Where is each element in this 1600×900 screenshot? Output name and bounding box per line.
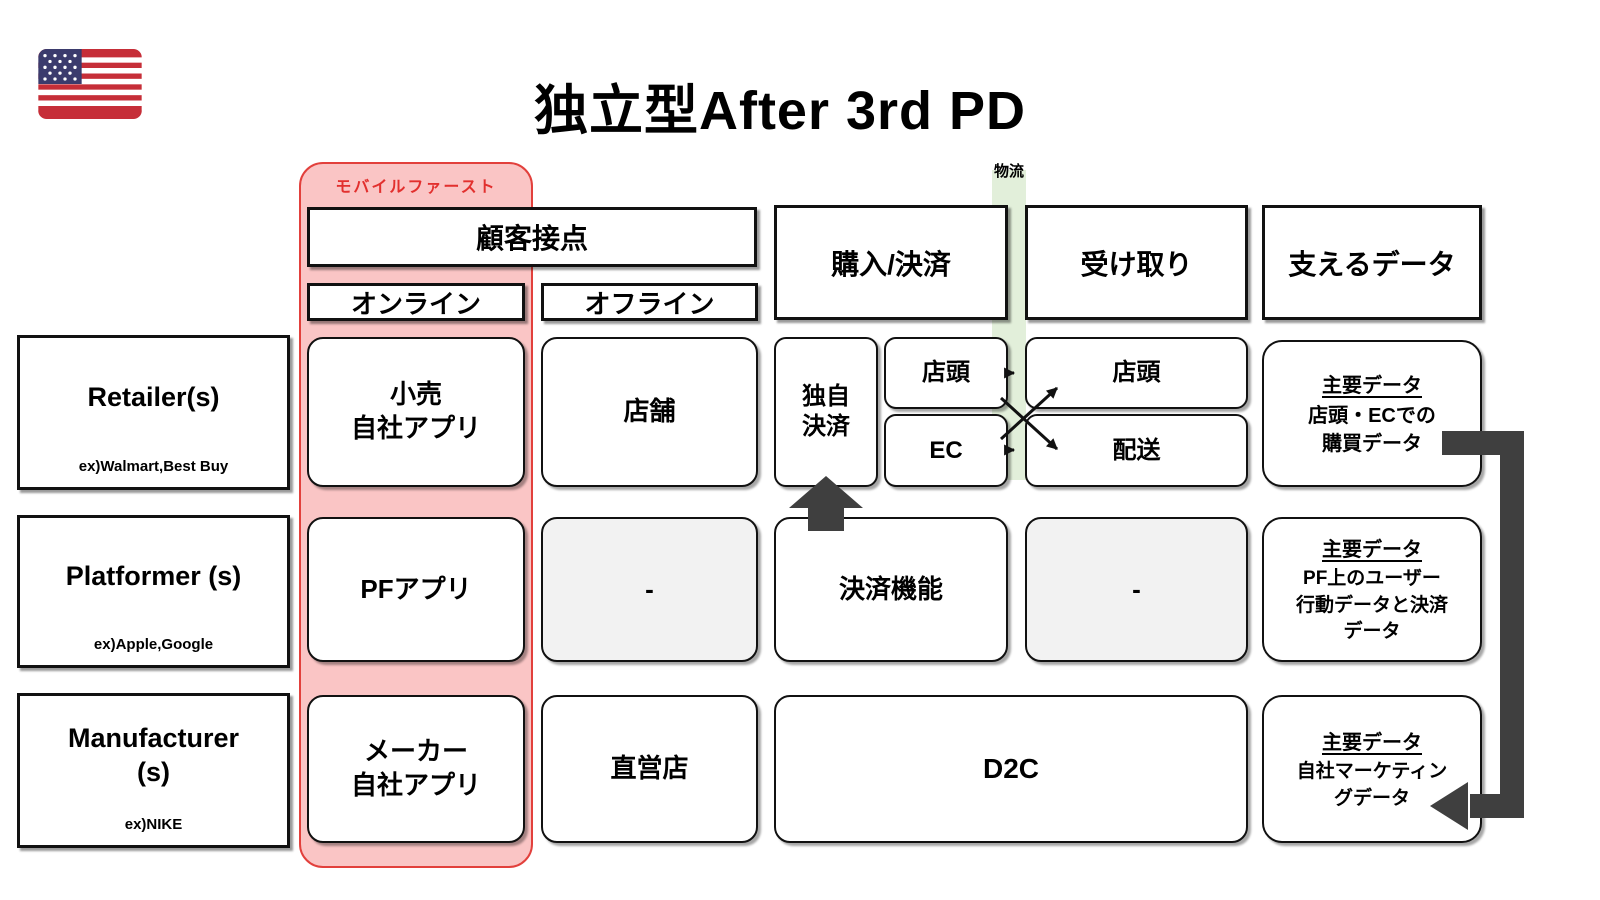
cell-retailer-data: 主要データ 店頭・ECでの 購買データ: [1262, 340, 1482, 487]
manufacturer-example: ex)NIKE: [124, 816, 183, 833]
manufacturer-data-title: 主要データ: [1322, 731, 1422, 754]
cell-retailer-receive-delivery: 配送: [1025, 414, 1248, 487]
platformer-example: ex)Apple,Google: [93, 636, 214, 653]
mobile-first-label: モバイルファースト: [335, 179, 497, 196]
us-flag-icon: [35, 44, 145, 124]
header-receiving: 受け取り: [1025, 205, 1248, 320]
retailer-label: Retailer(s): [87, 382, 220, 413]
row-label-manufacturer: Manufacturer (s) ex)NIKE: [17, 693, 290, 848]
manufacturer-label: Manufacturer (s): [67, 723, 240, 787]
page-title: 独立型After 3rd PD: [533, 81, 1027, 141]
header-purchase-payment: 購入/決済: [774, 205, 1008, 320]
cell-retailer-online-app: 小売 自社アプリ: [307, 337, 525, 487]
logistics-label: 物流: [993, 163, 1024, 180]
cell-platformer-receive-empty: -: [1025, 517, 1248, 662]
cell-platformer-data: 主要データ PF上のユーザー 行動データと決済 データ: [1262, 517, 1482, 662]
header-online: オンライン: [307, 283, 525, 321]
cell-manufacturer-d2c: D2C: [774, 695, 1248, 843]
cell-manufacturer-own-app: メーカー 自社アプリ: [307, 695, 525, 843]
cell-retailer-payment-ec: EC: [884, 414, 1008, 487]
cell-manufacturer-direct-store: 直営店: [541, 695, 758, 843]
row-label-platformer: Platformer (s) ex)Apple,Google: [17, 515, 290, 668]
retailer-data-title: 主要データ: [1322, 375, 1422, 397]
cell-retailer-payment-instore: 店頭: [884, 337, 1008, 409]
cell-retailer-own-payment: 独自 決済: [774, 337, 878, 487]
cell-manufacturer-data: 主要データ 自社マーケティン グデータ: [1262, 695, 1482, 843]
cell-retailer-receive-instore: 店頭: [1025, 337, 1248, 409]
row-label-retailer: Retailer(s) ex)Walmart,Best Buy: [17, 335, 290, 490]
platformer-data-title: 主要データ: [1322, 539, 1422, 562]
cell-retailer-store: 店舗: [541, 337, 758, 487]
cell-platformer-pf-app: PFアプリ: [307, 517, 525, 662]
header-supporting-data: 支えるデータ: [1262, 205, 1482, 320]
manufacturer-data-body: 自社マーケティン グデータ: [1296, 760, 1448, 809]
platformer-label: Platformer (s): [65, 561, 242, 592]
platformer-data-body: PF上のユーザー 行動データと決済 データ: [1295, 568, 1448, 643]
retailer-data-body: 店頭・ECでの 購買データ: [1308, 405, 1436, 455]
cell-platformer-payment-function: 決済機能: [774, 517, 1008, 662]
cell-platformer-offline-empty: -: [541, 517, 758, 662]
header-offline: オフライン: [541, 283, 758, 321]
header-customer-touchpoint: 顧客接点: [307, 207, 757, 267]
retailer-example: ex)Walmart,Best Buy: [78, 458, 229, 475]
